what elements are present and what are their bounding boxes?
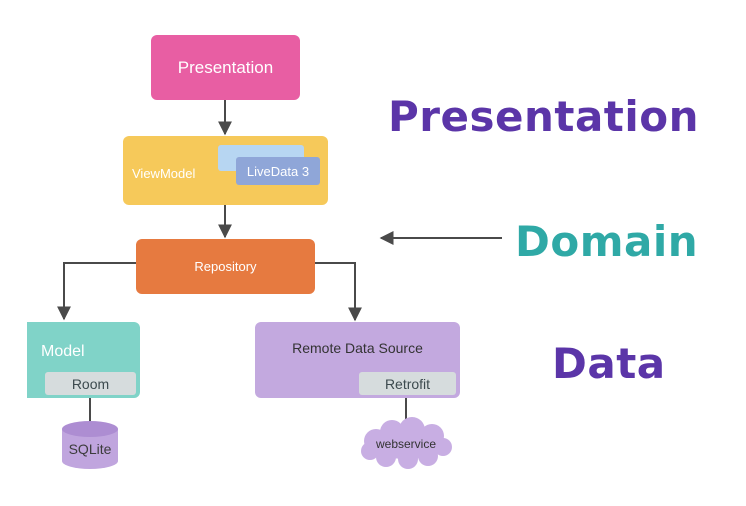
layer-presentation-label: Presentation (388, 92, 700, 141)
webservice-cloud (361, 417, 452, 469)
arrow-repository-to-model (57, 262, 136, 321)
room-card (45, 372, 136, 395)
presentation-label: Presentation (177, 58, 274, 77)
sqlite-label: SQLite (68, 441, 112, 457)
repository-label: Repository (194, 259, 257, 274)
retrofit-label: Retrofit (384, 376, 431, 392)
remote-data-source-label: Remote Data Source (292, 340, 423, 356)
presentation-box (151, 35, 300, 100)
model-label: Model (41, 343, 85, 360)
retrofit-card (359, 372, 456, 395)
room-label: Room (71, 376, 110, 392)
viewmodel-label: ViewModel (132, 166, 196, 181)
layer-data-label: Data (552, 339, 666, 388)
webservice-label: webservice (375, 437, 437, 451)
layer-domain-label: Domain (515, 217, 699, 266)
livedata-card (236, 157, 320, 185)
sqlite-cylinder (62, 421, 118, 469)
repository-box (136, 239, 315, 294)
arrow-repository-to-remote (315, 262, 362, 322)
livedata-label: LiveData 3 (246, 164, 310, 179)
